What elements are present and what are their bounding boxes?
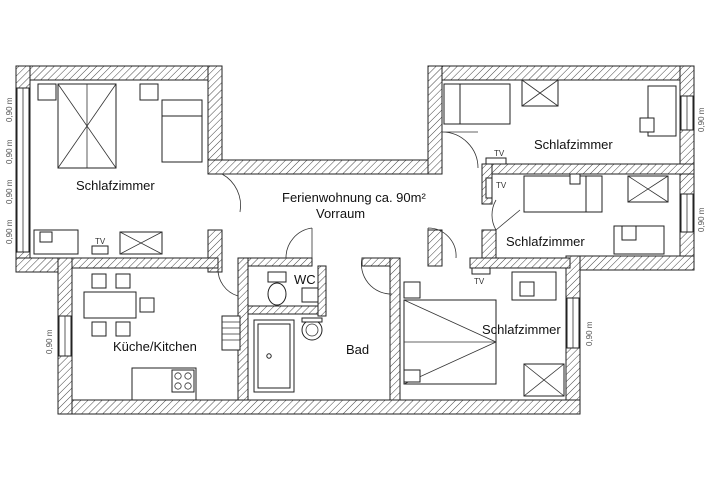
nightstand xyxy=(569,173,581,185)
plan-title: Ferienwohnung ca. 90m² xyxy=(282,190,426,205)
room-label-wc: WC xyxy=(294,272,316,287)
chair xyxy=(139,297,155,313)
wall xyxy=(427,65,695,81)
wall xyxy=(207,159,429,175)
window-dimension: 0,90 m xyxy=(697,207,706,232)
tv-label: TV xyxy=(494,149,505,158)
door-swing xyxy=(361,257,393,295)
room-label-bath: Bad xyxy=(346,342,369,357)
wall xyxy=(427,229,443,267)
door-swing xyxy=(491,199,521,231)
wall xyxy=(579,255,695,271)
bathtub-inner xyxy=(257,323,291,389)
room-label-bedroom-se: Schlafzimmer xyxy=(482,322,561,337)
room-label-bedroom-e: Schlafzimmer xyxy=(506,234,585,249)
stove xyxy=(171,369,195,393)
wall xyxy=(481,163,695,175)
wall xyxy=(247,257,313,267)
toilet xyxy=(267,282,287,306)
wall xyxy=(481,229,497,259)
nightstand xyxy=(403,281,421,299)
tv-label: TV xyxy=(95,237,106,246)
room-label-kitchen: Küche/Kitchen xyxy=(113,339,197,354)
window-dimension: 0,90 m xyxy=(585,321,594,346)
dining-table xyxy=(83,291,137,319)
window-dimension: 0,90 m xyxy=(5,219,14,244)
wall xyxy=(57,399,581,415)
window-dimension: 0,90 m xyxy=(697,107,706,132)
door-swing xyxy=(221,173,241,213)
window-dimension: 0,90 m xyxy=(45,329,54,354)
tv-unit xyxy=(471,267,491,275)
wall xyxy=(207,65,223,173)
room-label-bedroom-nw: Schlafzimmer xyxy=(76,178,155,193)
sink xyxy=(301,319,323,341)
window-dimension: 0,90 m xyxy=(5,139,14,164)
door-swing xyxy=(285,227,313,259)
tv-unit xyxy=(485,157,507,165)
wall xyxy=(427,65,443,175)
tv-unit xyxy=(485,177,493,199)
chair xyxy=(91,321,107,337)
chair xyxy=(621,225,637,241)
wall xyxy=(71,257,219,269)
nightstand xyxy=(403,369,421,383)
pillow xyxy=(443,83,461,125)
chair xyxy=(115,273,131,289)
door-swing xyxy=(427,227,457,259)
pillow xyxy=(161,99,203,117)
wall xyxy=(317,265,327,317)
door-swing xyxy=(441,131,479,169)
chair xyxy=(91,273,107,289)
window-dimension: 0,90 m xyxy=(5,97,14,122)
wall xyxy=(389,257,401,401)
chair xyxy=(39,231,53,243)
toilet-tank xyxy=(267,271,287,283)
tv-label: TV xyxy=(474,277,485,286)
sink-top xyxy=(301,317,323,323)
wall xyxy=(469,257,571,269)
chair xyxy=(519,281,535,297)
nightstand xyxy=(139,83,159,101)
wall xyxy=(247,305,319,315)
nightstand xyxy=(37,83,57,101)
tv-unit xyxy=(91,245,109,255)
chair xyxy=(639,117,655,133)
wall xyxy=(15,65,223,81)
tv-label: TV xyxy=(496,181,507,190)
wash-basin xyxy=(301,287,319,303)
radiator xyxy=(221,315,241,351)
chair xyxy=(115,321,131,337)
window-dimension: 0,90 m xyxy=(5,179,14,204)
room-label-bedroom-ne: Schlafzimmer xyxy=(534,137,613,152)
pillow xyxy=(585,175,603,213)
door-swing xyxy=(217,267,239,297)
room-label-hall: Vorraum xyxy=(316,206,365,221)
